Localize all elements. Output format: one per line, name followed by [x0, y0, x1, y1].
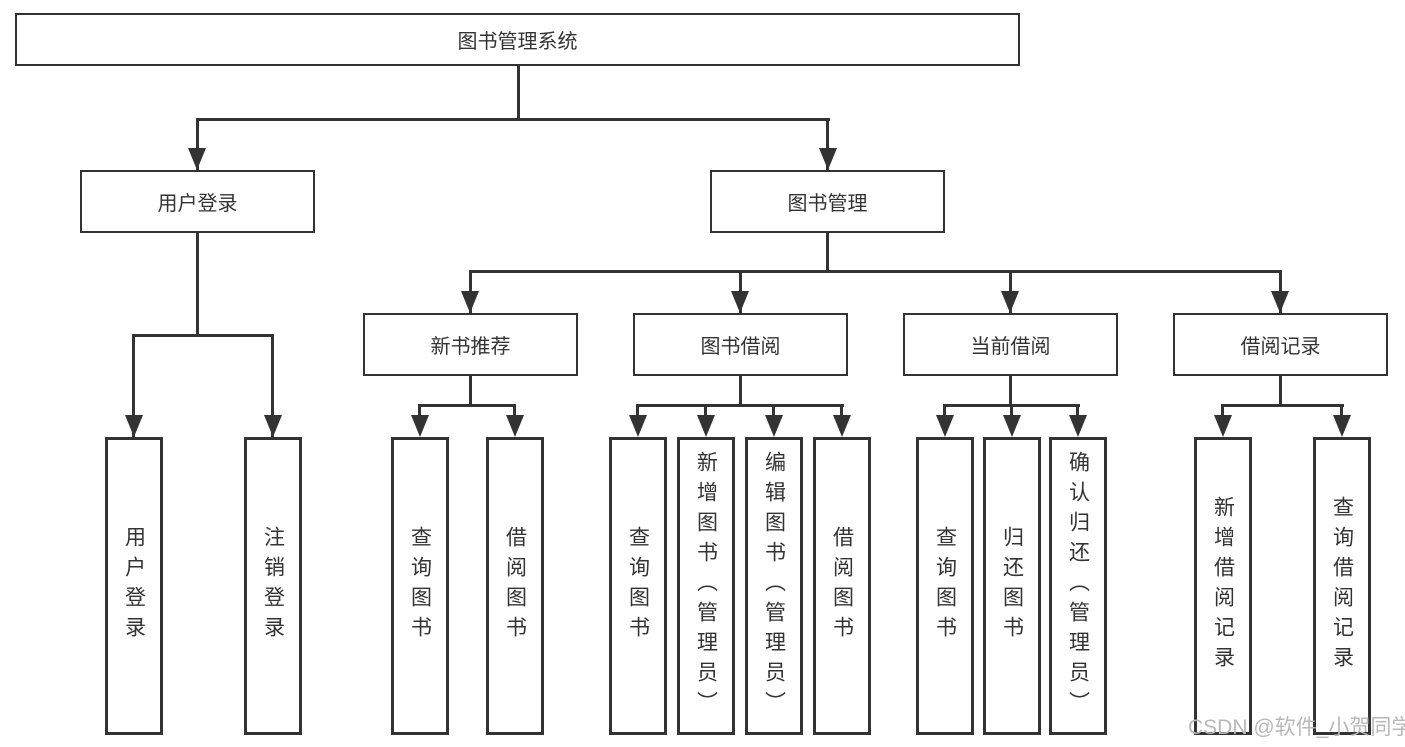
- leaf-query-books-current: 查询图书: [916, 437, 974, 735]
- connector-line: [1221, 404, 1224, 420]
- connector-line: [943, 404, 946, 420]
- leaf-logout: 注销登录: [244, 437, 302, 735]
- arrowhead-down-icon: [629, 415, 647, 437]
- connector-line: [132, 334, 135, 437]
- node-user-login: 用户登录: [80, 170, 315, 233]
- connector-line: [826, 118, 829, 170]
- connector-line: [636, 404, 639, 420]
- connector-line: [772, 404, 775, 420]
- arrowhead-down-icon: [264, 415, 282, 437]
- leaf-query-borrow-record: 查询借阅记录: [1313, 437, 1371, 735]
- node-borrowing-records: 借阅记录: [1173, 313, 1388, 376]
- connector-line: [271, 334, 274, 437]
- arrowhead-down-icon: [411, 415, 429, 437]
- connector-line: [1221, 404, 1344, 407]
- leaf-add-borrow-record: 新增借阅记录: [1194, 437, 1252, 735]
- connector-line: [469, 376, 472, 407]
- arrowhead-down-icon: [833, 415, 851, 437]
- leaf-user-login: 用户登录: [105, 437, 163, 735]
- connector-line: [739, 376, 742, 407]
- node-book-borrowing: 图书借阅: [633, 313, 848, 376]
- leaf-query-books-recommend: 查询图书: [391, 437, 449, 735]
- connector-line: [513, 404, 516, 420]
- arrowhead-down-icon: [188, 148, 206, 170]
- connector-line: [196, 118, 199, 170]
- connector-line: [826, 233, 829, 273]
- connector-line: [840, 404, 843, 420]
- arrowhead-down-icon: [1271, 291, 1289, 313]
- connector-line: [1009, 376, 1012, 407]
- node-new-book-recommendation: 新书推荐: [363, 313, 578, 376]
- connector-line: [636, 404, 844, 407]
- arrowhead-down-icon: [765, 415, 783, 437]
- connector-line: [1279, 376, 1282, 407]
- arrowhead-down-icon: [1214, 415, 1232, 437]
- arrowhead-down-icon: [819, 148, 837, 170]
- leaf-add-book-admin: 新增图书（管理员）: [677, 437, 735, 735]
- arrowhead-down-icon: [461, 291, 479, 313]
- arrowhead-down-icon: [1001, 291, 1019, 313]
- connector-line: [196, 118, 830, 121]
- arrowhead-down-icon: [506, 415, 524, 437]
- leaf-return-books: 归还图书: [983, 437, 1041, 735]
- leaf-query-books-borrowing: 查询图书: [609, 437, 667, 735]
- connector-line: [1010, 404, 1013, 420]
- connector-line: [132, 334, 274, 337]
- connector-line: [196, 233, 199, 337]
- connector-line: [704, 404, 707, 420]
- arrowhead-down-icon: [697, 415, 715, 437]
- csdn-watermark: CSDN @软件_小贺同学: [1188, 716, 1405, 739]
- leaf-borrow-books-borrowing: 借阅图书: [813, 437, 871, 735]
- connector-line: [418, 404, 421, 420]
- arrowhead-down-icon: [1069, 415, 1087, 437]
- arrowhead-down-icon: [731, 291, 749, 313]
- connector-line: [1076, 404, 1079, 420]
- node-current-borrowing: 当前借阅: [903, 313, 1118, 376]
- leaf-borrow-books-recommend: 借阅图书: [486, 437, 544, 735]
- connector-line: [469, 270, 1282, 273]
- arrowhead-down-icon: [1333, 415, 1351, 437]
- leaf-confirm-return-admin: 确认归还（管理员）: [1049, 437, 1107, 735]
- arrowhead-down-icon: [1003, 415, 1021, 437]
- connector-line: [418, 404, 516, 407]
- leaf-edit-book-admin: 编辑图书（管理员）: [745, 437, 803, 735]
- arrowhead-down-icon: [936, 415, 954, 437]
- node-library-system: 图书管理系统: [15, 13, 1020, 66]
- arrowhead-down-icon: [125, 415, 143, 437]
- connector-line: [1340, 404, 1343, 420]
- connector-line: [517, 66, 520, 118]
- node-book-management: 图书管理: [710, 170, 945, 233]
